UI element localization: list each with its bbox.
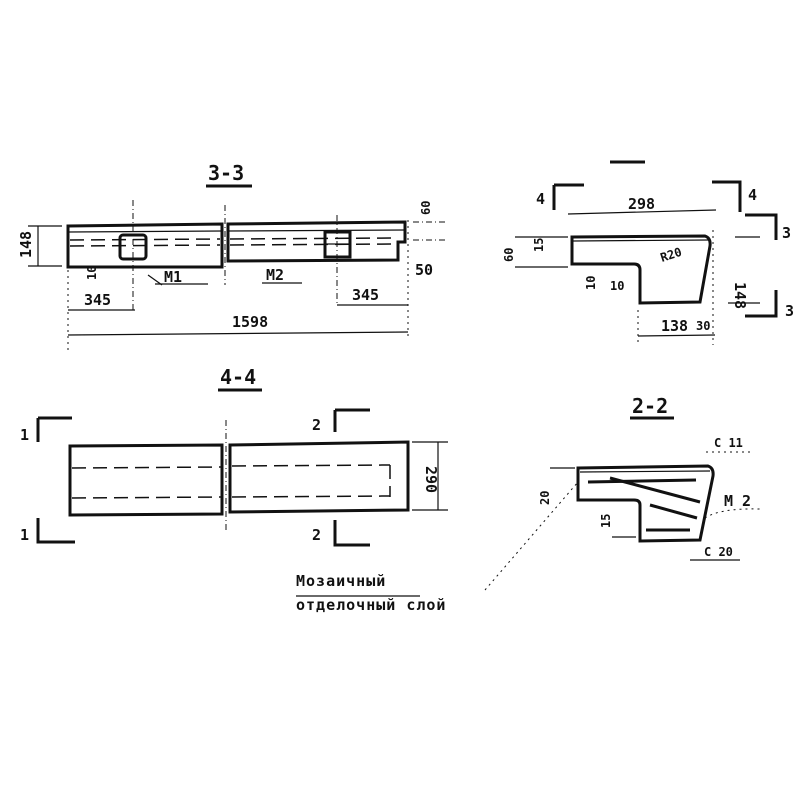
dim-line — [637, 334, 716, 337]
dim-height: 148 — [731, 282, 749, 309]
rebar-top — [587, 478, 697, 484]
note-line-1: Мозаичный — [296, 572, 386, 590]
mark-m2: М2 — [266, 266, 284, 284]
cut-label-3-upper: 3 — [782, 224, 791, 242]
cut-mark-2-top — [333, 408, 370, 432]
plan-right-part — [228, 440, 410, 514]
dim-bottom: 138 — [661, 317, 688, 335]
label-c11: С 11 — [714, 436, 743, 450]
dim-step-h: 10 — [584, 276, 598, 290]
section-4-4: 4-4 1 1 2 2 290 — [20, 365, 448, 547]
dim-top: 20 — [538, 491, 552, 505]
cut-mark-3-upper — [745, 213, 778, 240]
dim-step-v: 10 — [610, 279, 624, 293]
dim-radius: R20 — [659, 245, 684, 265]
dim-height: 148 — [17, 231, 35, 258]
beam-right-part — [226, 220, 407, 263]
cut-mark-3-lower — [745, 290, 778, 318]
cut-mark-1-bottom — [36, 518, 75, 544]
mosaic-layer-line — [227, 229, 406, 232]
hidden-line — [231, 464, 391, 467]
cut-label-1-bottom: 1 — [20, 526, 29, 544]
note-line-2: отделочный слой — [296, 596, 446, 614]
cross-section-outline — [570, 234, 712, 305]
hidden-line — [231, 495, 391, 498]
dim-line — [67, 331, 409, 336]
section-2-2: 2-2 С 11 М 2 С 20 20 15 — [538, 394, 761, 561]
dim-width: 290 — [422, 466, 440, 493]
hidden-line — [71, 496, 223, 499]
beam-left-part — [66, 222, 224, 269]
mosaic-layer-line — [572, 239, 709, 242]
hidden-line — [71, 466, 223, 469]
dim-left-span: 345 — [84, 291, 111, 309]
cross-section-outline — [576, 464, 715, 543]
label-m2: М 2 — [724, 492, 751, 510]
section-1-1: 4 4 3 3 298 60 15 R20 10 10 148 138 30 — [502, 160, 794, 345]
cut-label-2-top: 2 — [312, 416, 321, 434]
cut-mark-4-left — [552, 183, 584, 210]
cut-mark-1-top — [36, 416, 72, 442]
cut-mark-4-right — [712, 180, 742, 212]
plan-left-part — [68, 443, 224, 517]
label-c20: С 20 — [704, 545, 733, 559]
section-2-2-title: 2-2 — [632, 394, 668, 418]
mosaic-layer-line — [579, 470, 711, 473]
section-3-3-title: 3-3 — [208, 161, 244, 185]
cut-label-4-left: 4 — [536, 190, 545, 208]
dim-top-small: 15 — [532, 238, 546, 252]
note: Мозаичный отделочный слой — [296, 481, 579, 614]
dim-line — [567, 209, 717, 215]
dim-width: 298 — [628, 195, 655, 213]
dim-right-span: 345 — [352, 286, 379, 304]
cut-label-1-top: 1 — [20, 426, 29, 444]
rebar-diagonal — [649, 503, 698, 520]
cut-label-3-lower: 3 — [785, 302, 794, 320]
dim-length: 1598 — [232, 313, 268, 331]
mark-m1: М1 — [164, 268, 182, 286]
dim-small: 10 — [85, 266, 99, 280]
section-3-3: 3-3 148 60 10 М1 М2 50 345 345 — [17, 161, 445, 350]
cut-mark-2-bottom — [333, 520, 370, 547]
leader-line — [704, 508, 761, 519]
dim-bottom: 15 — [599, 514, 613, 528]
dim-bottom-right: 30 — [696, 319, 710, 333]
rebar-line — [229, 243, 396, 246]
cut-label-2-bottom: 2 — [312, 526, 321, 544]
cut-label-4-right: 4 — [748, 186, 757, 204]
rebar-diagonal — [609, 476, 701, 504]
leader-line — [147, 274, 163, 286]
note-leader-line — [484, 481, 579, 591]
dim-top: 60 — [419, 201, 433, 215]
rebar-line — [229, 237, 396, 240]
mosaic-layer-line — [67, 230, 223, 233]
dim-top: 60 — [502, 248, 516, 262]
dim-end-offset: 50 — [415, 261, 433, 279]
section-4-4-title: 4-4 — [220, 365, 256, 389]
